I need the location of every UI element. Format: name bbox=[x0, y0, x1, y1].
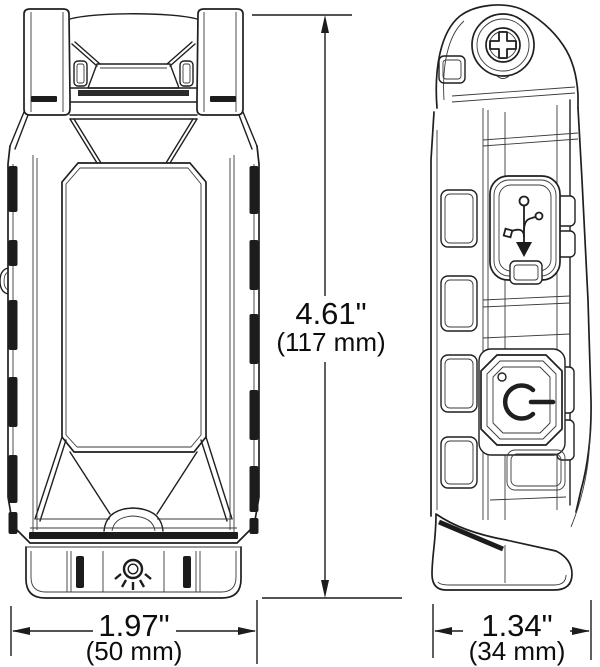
grip-ribs bbox=[440, 189, 478, 489]
depth-metric-label: (34 mm) bbox=[469, 636, 566, 666]
width-metric-label: (50 mm) bbox=[86, 636, 183, 666]
front-view bbox=[0, 8, 260, 599]
lanyard-loop bbox=[0, 267, 9, 295]
base bbox=[25, 546, 242, 599]
lens-panel bbox=[61, 162, 207, 453]
power-icon bbox=[503, 383, 556, 421]
height-metric-label: (117 mm) bbox=[276, 327, 385, 357]
light-beam-icon bbox=[114, 558, 152, 590]
phillips-screw-icon bbox=[489, 31, 517, 59]
indicator-led bbox=[497, 372, 507, 382]
height-inches-label: 4.61" bbox=[295, 296, 366, 331]
side-view bbox=[430, 4, 592, 591]
side-rails bbox=[0, 155, 259, 534]
usb-port-cover bbox=[489, 175, 561, 285]
width-inches-label: 1.97" bbox=[98, 608, 169, 643]
depth-dimension: 1.34" (34 mm) bbox=[432, 600, 592, 666]
clip-top bbox=[23, 8, 244, 116]
width-dimension: 1.97" (50 mm) bbox=[10, 600, 258, 666]
usb-icon bbox=[502, 195, 544, 257]
clip-pivot bbox=[435, 4, 579, 109]
foot bbox=[431, 513, 573, 591]
height-dimension: 4.61" (117 mm) bbox=[252, 14, 402, 599]
depth-inches-label: 1.34" bbox=[481, 608, 552, 643]
power-button bbox=[478, 348, 566, 491]
